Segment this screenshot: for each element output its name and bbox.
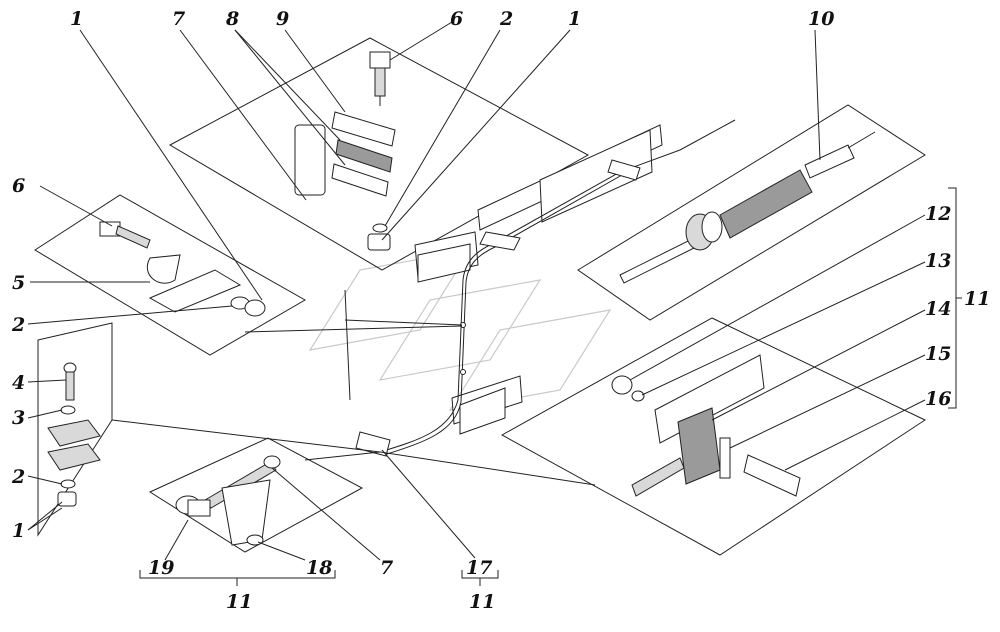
top-group-outline [168,37,590,271]
callout-6-top: 6 [450,8,463,30]
left-group-parts [99,221,266,317]
callout-7-top: 7 [172,8,185,30]
lower-bracket-parts [175,455,281,546]
callout-10: 10 [808,8,834,30]
callout-7-bottom: 7 [380,557,393,579]
callout-19: 19 [148,557,174,579]
callout-11-bottom-center: 11 [469,591,495,613]
top-group-parts [294,51,396,251]
callout-labels: 1 7 8 9 6 2 1 10 6 5 2 4 3 2 1 12 13 14 … [11,8,990,613]
callout-18: 18 [306,557,332,579]
callout-4: 4 [12,372,25,394]
callout-2-top: 2 [499,8,513,30]
clamp-group-outline [500,317,927,556]
left-bracket-group-outline [34,194,307,356]
frame-body [344,124,663,435]
callout-1-top-left: 1 [70,8,83,30]
callout-14: 14 [925,298,951,320]
lower-bracket-group-outline [148,437,364,553]
callout-2-left: 2 [11,314,25,336]
callout-15: 15 [925,343,951,365]
callout-9: 9 [276,8,289,30]
callout-17: 17 [466,557,492,579]
callout-1-top-right: 1 [568,8,581,30]
callout-11-right: 11 [964,288,990,310]
stud-group-parts [47,362,101,507]
cable-end-parts [619,131,876,284]
group-brackets [139,187,962,586]
callout-3: 3 [12,407,25,429]
callout-5: 5 [12,272,25,294]
callout-8: 8 [225,8,239,30]
callout-16: 16 [925,388,951,410]
callout-6-left: 6 [12,175,25,197]
clamp-parts [611,354,801,497]
callout-12: 12 [925,203,951,225]
cable-end-group-outline [577,104,926,321]
callout-13: 13 [925,250,951,272]
callout-1-lower: 1 [12,520,25,542]
callout-2-lower: 2 [11,466,25,488]
watermark-logo [308,249,612,411]
leader-lines [27,21,926,561]
callout-11-bottom-left: 11 [226,591,252,613]
